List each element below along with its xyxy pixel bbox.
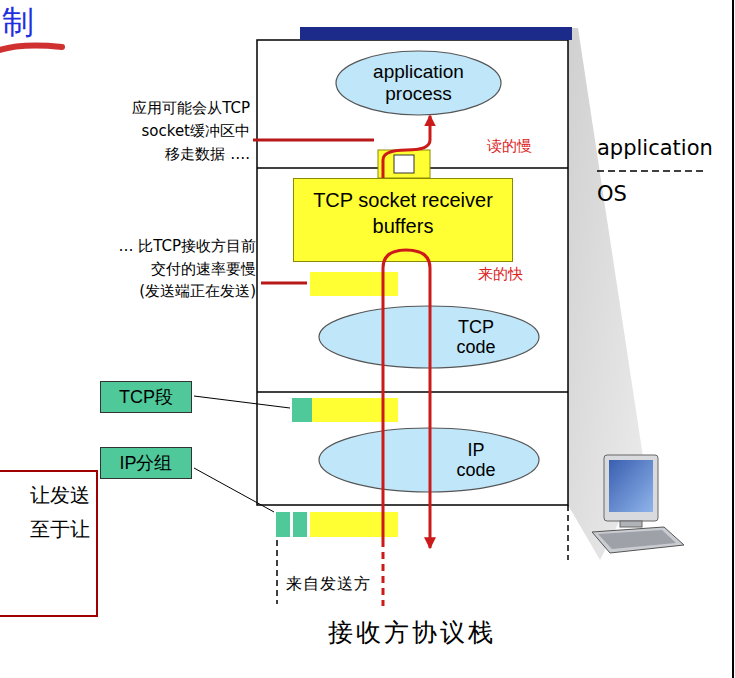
source-label: 来自发送方 <box>286 574 371 594</box>
connector <box>383 116 430 178</box>
process-ellipse: application process <box>335 50 502 116</box>
label-wrap: … 比TCP接收方目前 交付的速率要慢 (发送端正在发送) <box>100 235 256 303</box>
node-label: TCP socket receiver buffers <box>308 187 498 239</box>
node-label: TCP code <box>450 317 502 357</box>
dashed-path <box>276 540 278 604</box>
data-bar <box>310 272 398 296</box>
top-bar <box>300 27 572 40</box>
leader-line <box>194 468 274 512</box>
label-wrap: 读的慢 <box>487 137 532 155</box>
node-label: 让发送 至于让 <box>20 478 90 546</box>
code-ellipse: TCP code <box>318 305 540 369</box>
layer-label: OS <box>597 181 627 207</box>
dashed-path <box>567 505 569 560</box>
label-wrap: 来的快 <box>478 265 523 283</box>
code-ellipse: IP code <box>318 427 540 493</box>
buffer-box: TCP socket receiver buffers <box>293 178 513 262</box>
label-wrap: application <box>597 135 713 161</box>
leader-line <box>261 282 307 285</box>
node-label: TCP段 <box>119 386 173 408</box>
data-chunk <box>394 155 414 173</box>
ellipse-outline <box>318 305 540 369</box>
layer-divider <box>257 391 568 393</box>
rate-note: 来的快 <box>478 265 523 283</box>
protocol-stack-frame <box>257 40 568 505</box>
label-wrap: 来自发送方 <box>286 574 371 594</box>
app-os-divider <box>597 170 706 172</box>
legend-tag: TCP段 <box>100 381 192 413</box>
label-wrap: OS <box>597 181 627 207</box>
tcp-header <box>293 512 307 537</box>
title-underline <box>0 46 62 50</box>
node-label: IP分组 <box>119 452 172 474</box>
title: 制 <box>2 2 34 42</box>
node-label: application process <box>354 61 484 105</box>
ellipse-outline <box>318 427 540 493</box>
page-frame <box>732 0 734 678</box>
socket-opening <box>378 150 430 178</box>
label-wrap: 应用可能会从TCP socket缓冲区中 移走数据 …. <box>110 97 250 166</box>
label-wrap: 接收方协议栈 <box>328 617 496 649</box>
title-wrap: 制 <box>2 2 34 42</box>
data-flow-arrow <box>383 250 430 548</box>
tcp-header <box>292 398 312 422</box>
leader-line <box>194 396 290 408</box>
callout-note: … 比TCP接收方目前 交付的速率要慢 (发送端正在发送) <box>100 235 256 303</box>
leader-line <box>253 139 374 142</box>
layer-label: application <box>597 135 713 161</box>
rate-note: 读的慢 <box>487 137 532 155</box>
callout-note: 应用可能会从TCP socket缓冲区中 移走数据 …. <box>110 97 250 166</box>
legend-tag: IP分组 <box>100 447 192 479</box>
computer-icon <box>592 455 684 553</box>
diagram-caption: 接收方协议栈 <box>328 617 496 649</box>
ip-payload <box>310 512 398 537</box>
note-box: 让发送 至于让 <box>0 470 98 617</box>
node-label: IP code <box>450 440 502 480</box>
data-flow-dashed <box>382 540 385 606</box>
ip-header <box>276 512 290 537</box>
tcp-payload <box>312 398 398 422</box>
